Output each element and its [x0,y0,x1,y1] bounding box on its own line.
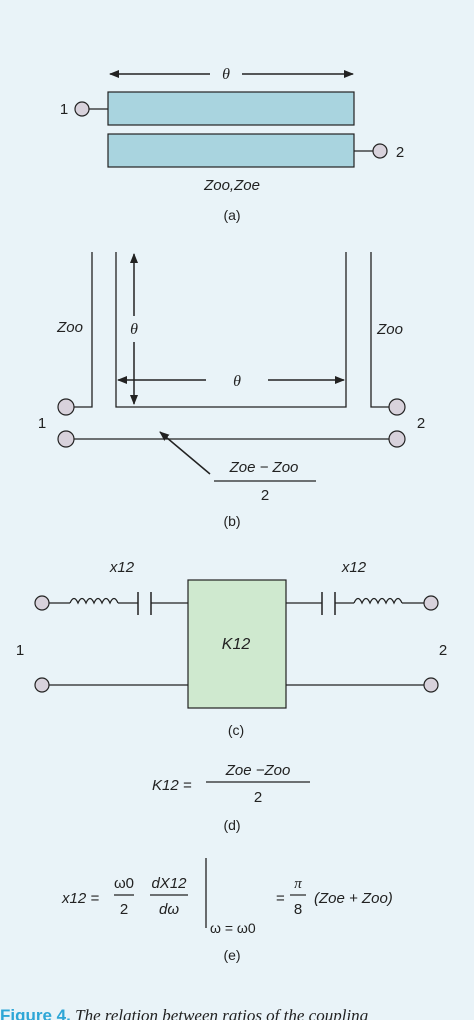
equation-e-rhs-den: 8 [294,901,302,918]
equation-e-frac1-den: 2 [120,901,128,918]
equation-e-rhs-expr: (Zoe + Zoo) [314,890,393,907]
figure-caption-text: The relation between ratios of the coupl… [75,1006,369,1020]
port-2-upper-b [388,398,406,416]
left-stub [74,252,93,408]
right-inductor [353,597,403,605]
port-2-label-c: 2 [439,642,447,659]
port-2-upper-c [423,595,439,611]
port-1-a [74,101,90,117]
right-stub [370,252,389,408]
figure-caption: Figure 4. The relation between ratios of… [0,1004,474,1020]
left-inductor [69,597,119,605]
port-2-lower-b [388,430,406,448]
panel-label-a: (a) [223,207,240,223]
equation-e-rhs-num: π [294,876,302,892]
right-impedance-label: Zoo [376,321,403,338]
left-reactance-label: x12 [109,559,135,576]
equation-d-numerator: Zoe −Zoo [225,762,291,779]
equation-e-eval-at: ω = ω0 [210,920,256,936]
panel-label-e: (e) [223,947,240,963]
vertical-angle-label: θ [130,321,138,338]
panel-a: θ 1 2 Zoo,Zoe (a) [60,66,404,223]
port-1-label-b: 1 [38,415,46,432]
panel-b: Zoo Zoo θ θ 1 2 Zoe − Zoo 2 (b) [38,252,425,529]
panel-label-d: (d) [223,817,240,833]
coupled-line-bottom [107,133,355,168]
equation-d-lhs: K12 = [152,777,192,794]
svg-text:=: = [276,890,285,907]
port-2-label-b: 2 [417,415,425,432]
port-1-upper-b [57,398,75,416]
inverter-label: K12 [222,636,251,653]
figure-caption-label: Figure 4. [0,1006,71,1020]
equation-e-lhs: x12 = [61,890,99,907]
port-2-lower-c [423,677,439,693]
port-2-a [372,143,388,159]
equation-e-frac1-num: ω0 [114,875,134,892]
left-impedance-label: Zoo [56,319,83,336]
inverter-box [187,579,287,709]
panel-d: K12 = Zoe −Zoo 2 (d) [152,762,310,833]
horizontal-angle-label: θ [233,373,241,390]
port-1-lower-b [57,430,75,448]
panel-c: x12 K12 x12 1 2 (c) [16,559,447,738]
panel-label-b: (b) [223,513,240,529]
coupled-line-top [107,91,355,126]
impedance-label-a: Zoo,Zoe [203,177,260,194]
equation-e-frac2-num: dX12 [151,875,187,892]
port-1-label-c: 1 [16,642,24,659]
equation-d-denominator: 2 [254,789,262,806]
port-2-label-a: 2 [396,144,404,161]
u-line [115,252,347,408]
port-1-upper-c [34,595,50,611]
port-1-label-a: 1 [60,101,68,118]
panel-e: x12 = ω0 2 dX12 dω ω = ω0 = π 8 (Zoe + Z… [61,858,393,963]
right-reactance-label: x12 [341,559,367,576]
line-impedance-numerator: Zoe − Zoo [229,459,299,476]
port-1-lower-c [34,677,50,693]
line-impedance-denominator: 2 [261,487,269,504]
impedance-pointer-arrow [159,431,211,475]
angle-label-a: θ [222,66,230,83]
equation-e-frac2-den: dω [159,901,179,918]
panel-label-c: (c) [228,722,244,738]
